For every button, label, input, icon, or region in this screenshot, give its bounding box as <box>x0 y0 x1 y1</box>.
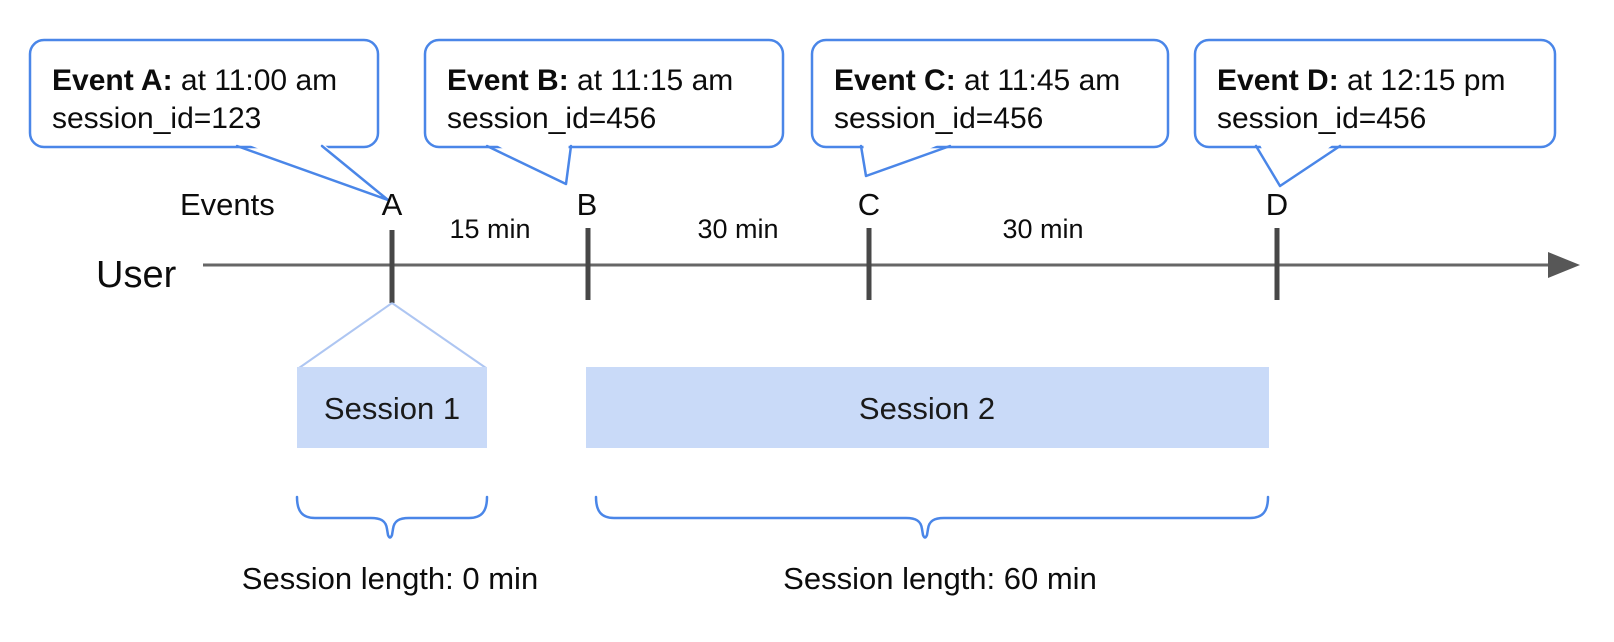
event-letter-b: B <box>577 187 598 222</box>
event-bubble-d: Event D: at 12:15 pm session_id=456 <box>1193 38 1557 188</box>
bubble-c-box <box>810 38 1170 149</box>
bubble-c-time: at 11:45 am <box>964 64 1120 97</box>
bubble-a-title: Event A: <box>52 64 181 97</box>
user-axis-label: User <box>96 254 177 296</box>
bubble-d-tail <box>1254 144 1342 188</box>
session-2-length-label: Session length: 60 min <box>783 561 1097 596</box>
event-letter-c: C <box>858 187 880 222</box>
events-axis-label: Events <box>180 187 275 222</box>
bubble-a-line2: session_id=123 <box>52 102 261 135</box>
funnel-right-line <box>391 302 487 369</box>
bubble-c-tail-fill <box>863 141 948 175</box>
interval-label-ab: 15 min <box>449 214 530 244</box>
session-2-box: Session 2 <box>586 367 1269 448</box>
bubble-c-tail <box>859 144 952 178</box>
bubble-b-line1: Event B: at 11:15 am <box>447 64 733 97</box>
interval-label-bc: 30 min <box>697 214 778 244</box>
bubble-a-tail <box>235 144 390 202</box>
bubble-d-tail-fill <box>1258 141 1338 184</box>
event-bubble-b: Event B: at 11:15 am session_id=456 <box>423 38 785 186</box>
bubble-d-time: at 12:15 pm <box>1347 64 1505 97</box>
session-1-length-label: Session length: 0 min <box>242 561 538 596</box>
session-1-label: Session 1 <box>324 391 460 426</box>
bubble-d-title: Event D: <box>1217 64 1347 97</box>
bubble-d-line2: session_id=456 <box>1217 102 1426 135</box>
bubble-c-line1: Event C: at 11:45 am <box>834 64 1120 97</box>
bubble-d-box <box>1193 38 1557 149</box>
event-letter-a: A <box>382 187 403 222</box>
session-2-label: Session 2 <box>859 391 995 426</box>
bubble-b-tail <box>485 144 573 186</box>
session-1-box: Session 1 <box>297 367 487 448</box>
bubble-b-line2: session_id=456 <box>447 102 656 135</box>
session-1-brace <box>295 495 489 539</box>
bubble-b-tail-fill <box>489 141 569 183</box>
funnel-left-line <box>298 302 393 369</box>
bubble-b-time: at 11:15 am <box>577 64 733 97</box>
event-bubble-a: Event A: at 11:00 am session_id=123 <box>28 38 390 202</box>
bubble-c-title: Event C: <box>834 64 964 97</box>
interval-label-cd: 30 min <box>1002 214 1083 244</box>
bubble-b-title: Event B: <box>447 64 577 97</box>
session-2-brace <box>594 495 1270 539</box>
session-2-rect <box>586 367 1269 448</box>
bubble-a-line1: Event A: at 11:00 am <box>52 64 337 97</box>
bubble-b-box <box>423 38 785 149</box>
bubble-a-time: at 11:00 am <box>181 64 337 97</box>
event-bubble-c: Event C: at 11:45 am session_id=456 <box>810 38 1170 178</box>
session-1-rect <box>297 367 487 448</box>
bubble-a-box <box>28 38 380 149</box>
bubble-a-tail-fill <box>239 141 388 199</box>
event-letter-d: D <box>1266 187 1288 222</box>
bubble-c-line2: session_id=456 <box>834 102 1043 135</box>
timeline-arrowhead-icon <box>1548 252 1580 278</box>
bubble-d-line1: Event D: at 12:15 pm <box>1217 64 1505 97</box>
